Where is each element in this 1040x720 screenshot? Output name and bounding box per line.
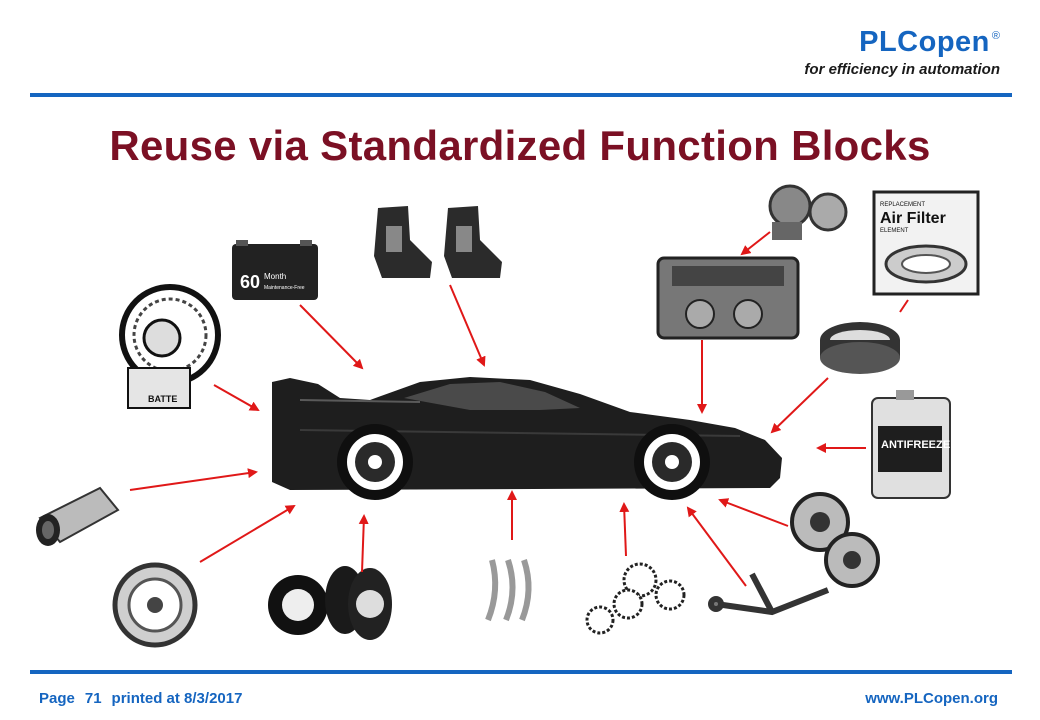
page-label: Page: [39, 690, 75, 707]
turbo-part: [768, 184, 848, 240]
tires-part: [268, 566, 392, 640]
brand-name: PLCopen: [859, 26, 990, 58]
filter-ring-part: [820, 322, 900, 374]
alloy-wheel-part: [112, 562, 198, 648]
header-divider: [30, 93, 1012, 97]
page-info: Page 71 printed at 8/3/2017: [39, 690, 252, 707]
gears-part: [585, 562, 686, 635]
filter-small-label: REPLACEMENT: [880, 202, 925, 208]
filter-big-label: Air Filter: [880, 210, 946, 227]
battery-number: 60: [240, 272, 260, 292]
printed-date: printed at 8/3/2017: [111, 690, 243, 707]
filter-small2-label: ELEMENT: [880, 228, 909, 234]
page-number: 71: [84, 690, 102, 707]
manifold-part: [485, 559, 532, 622]
antifreeze-label: ANTIFREEZE: [881, 439, 950, 451]
muffler-part: [36, 486, 120, 546]
battery-word-maint: Maintenance-Free: [264, 285, 305, 291]
battery-part: 60 Month Maintenance-Free: [232, 240, 318, 300]
air-filter-box-part: REPLACEMENT Air Filter ELEMENT: [872, 190, 980, 296]
brand-tagline: for efficiency in automation: [804, 61, 1000, 78]
seats-part: [374, 206, 502, 278]
antifreeze-part: ANTIFREEZE: [871, 390, 951, 499]
slide-title: Reuse via Standardized Function Blocks: [109, 122, 931, 169]
plcopen-logo: PLCopen® for efficiency in automation: [804, 26, 1000, 78]
arrows: [129, 231, 909, 587]
engine-part: [656, 256, 800, 340]
bin-label: BATTE: [148, 394, 177, 404]
website-url: www.PLCopen.org: [865, 690, 998, 707]
suspension-arm-part: [708, 572, 830, 616]
footer-divider: [30, 670, 1012, 674]
registered-mark: ®: [991, 30, 1000, 42]
brake-rotors-part: [790, 492, 880, 588]
car-body: [272, 377, 782, 500]
tire-stack-part: BATTE: [119, 284, 221, 409]
battery-word-month: Month: [264, 272, 286, 281]
